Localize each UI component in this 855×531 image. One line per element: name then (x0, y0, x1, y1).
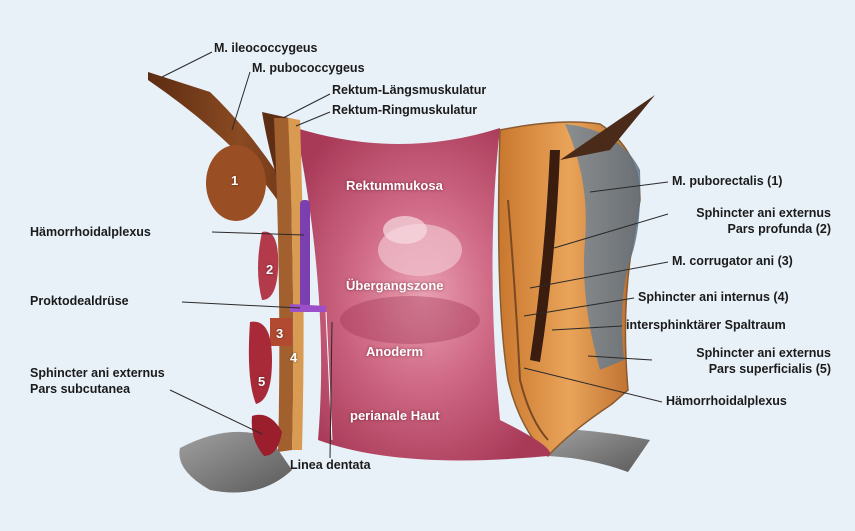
label-superficialis-2: Pars superficialis (5) (709, 362, 831, 377)
label-internus: Sphincter ani internus (4) (638, 290, 789, 305)
label-spaltraum: intersphinktärer Spaltraum (626, 318, 786, 333)
label-sphincter-subcutanea-2: Pars subcutanea (30, 382, 130, 397)
label-haemorrhoidalplexus-left: Hämorrhoidalplexus (30, 225, 151, 240)
number-2: 2 (266, 262, 273, 277)
label-profunda-2: Pars profunda (2) (728, 222, 832, 237)
number-1: 1 (231, 173, 238, 188)
label-profunda-1: Sphincter ani externus (696, 206, 831, 221)
label-proktodealdruese: Proktodealdrüse (30, 294, 129, 309)
mucosa-fold-2 (383, 216, 427, 244)
label-linea-dentata: Linea dentata (290, 458, 371, 473)
label-uebergangszone: Übergangszone (346, 278, 444, 293)
label-ileococcygeus: M. ileococcygeus (214, 41, 318, 56)
label-haemorrhoidalplexus-right: Hämorrhoidalplexus (666, 394, 787, 409)
label-anoderm: Anoderm (366, 344, 423, 359)
label-rektummukosa: Rektummukosa (346, 178, 443, 193)
number-3: 3 (276, 326, 283, 341)
label-corrugator: M. corrugator ani (3) (672, 254, 793, 269)
label-pubococcygeus: M. pubococcygeus (252, 61, 365, 76)
label-ringmuskulatur: Rektum-Ringmuskulatur (332, 103, 477, 118)
label-laengsmuskulatur: Rektum-Längsmuskulatur (332, 83, 486, 98)
muscle-5-shape (249, 322, 272, 404)
number-5: 5 (258, 374, 265, 389)
mucosa-shadow (340, 296, 480, 344)
label-superficialis-1: Sphincter ani externus (696, 346, 831, 361)
label-perianale-haut: perianale Haut (350, 408, 440, 423)
hemorrhoidal-plexus-left (300, 200, 310, 308)
number-4: 4 (290, 350, 297, 365)
label-sphincter-subcutanea-1: Sphincter ani externus (30, 366, 165, 381)
label-puborectalis: M. puborectalis (1) (672, 174, 782, 189)
